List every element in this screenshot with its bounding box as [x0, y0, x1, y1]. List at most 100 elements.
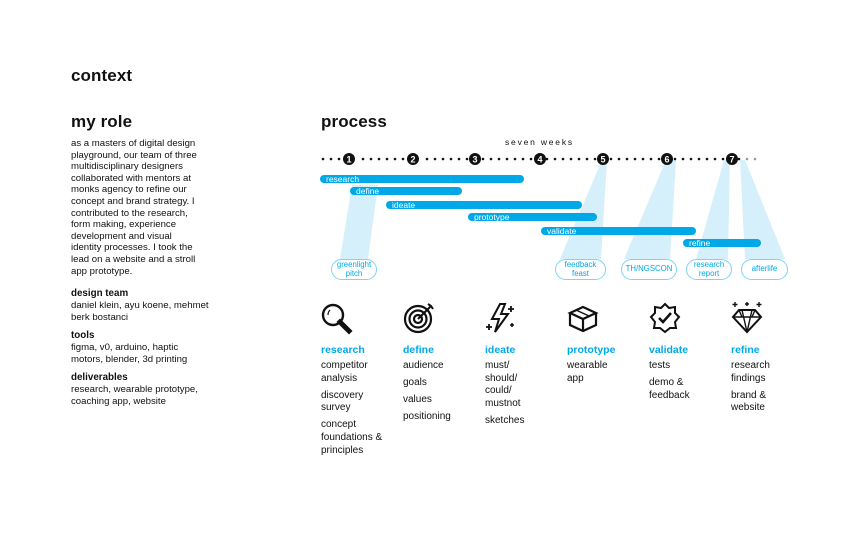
week-marker-circle	[726, 153, 738, 165]
bar-research: research	[320, 174, 524, 184]
timeline-dot	[737, 157, 741, 161]
week-number: 2	[410, 154, 415, 164]
phase-title-prototype: prototype	[567, 344, 616, 356]
timeline-dot	[529, 157, 533, 161]
phase-item: tests	[649, 360, 671, 371]
timeline-dot	[625, 157, 629, 161]
phase-item: values	[403, 394, 432, 406]
context-heading: context	[71, 66, 133, 85]
timeline-dot	[689, 157, 693, 161]
timeline-dot	[377, 157, 381, 161]
timeline-dot	[401, 157, 405, 161]
lightning-sparkle-icon	[486, 303, 514, 333]
phase-item: research findings	[731, 360, 770, 384]
week-marker-circle	[534, 153, 546, 165]
process-heading: process	[321, 112, 387, 131]
bar-ideate: ideate	[386, 200, 582, 210]
week-marker-7: 7	[726, 153, 738, 165]
bar-refine: refine	[683, 238, 761, 248]
phase-item: concept foundations & principles	[321, 419, 383, 456]
phase-items-research: competitor analysis discovery survey con…	[321, 360, 393, 462]
timeline-dot	[745, 157, 749, 161]
phase-item: sketches	[485, 414, 525, 426]
week-number: 7	[729, 154, 734, 164]
magnifier-icon	[321, 303, 353, 335]
timeline-dot	[609, 157, 613, 161]
timeline-dot	[457, 157, 461, 161]
bar-label: ideate	[392, 200, 416, 210]
timeline-dot	[641, 157, 645, 161]
timeline-dot	[633, 157, 637, 161]
week-number: 1	[346, 154, 351, 164]
timeline-dot	[337, 157, 341, 161]
week-number: 4	[537, 154, 542, 164]
timeline-dot	[505, 157, 509, 161]
timeline-dot	[449, 157, 453, 161]
timeline-dot	[329, 157, 333, 161]
week-marker-circle	[343, 153, 355, 165]
phase-item: brand & website	[731, 389, 767, 414]
timeline-dot	[545, 157, 549, 161]
bar-label: validate	[547, 226, 577, 236]
week-marker-4: 4	[534, 153, 546, 165]
phase-items-define: audience goals values positioning	[403, 360, 475, 428]
timeline-dot	[713, 157, 717, 161]
week-marker-3: 3	[469, 153, 481, 165]
timeline-dot	[441, 157, 445, 161]
milestone-afterlife: afterlife	[741, 259, 788, 280]
section-text: figma, v0, arduino, haptic motors, blend…	[71, 342, 188, 365]
beam-greenlight	[340, 185, 378, 259]
bar-validate: validate	[541, 226, 696, 236]
week-number: 5	[600, 154, 605, 164]
target-icon	[403, 303, 434, 334]
cube-icon	[567, 305, 599, 333]
phase-title-validate: validate	[649, 344, 689, 356]
timeline-dot	[585, 157, 589, 161]
timeline-dot	[489, 157, 493, 161]
timeline-dot	[569, 157, 573, 161]
timeline-dot	[425, 157, 429, 161]
milestone-greenlight-pitch: greenlight pitch	[331, 259, 377, 280]
phase-item: demo & feedback	[649, 377, 690, 401]
phase-title-ideate: ideate	[485, 344, 516, 356]
beam-afterlife	[740, 160, 785, 259]
role-heading: my role	[71, 112, 133, 131]
milestone-feedback-feast: feedback feast	[555, 259, 606, 280]
timeline-dot	[673, 157, 677, 161]
timeline-dot	[705, 157, 709, 161]
timeline-dot	[617, 157, 621, 161]
bar-label: prototype	[474, 212, 510, 222]
phase-item: wearable app	[567, 360, 608, 384]
diamond-icon	[731, 302, 763, 334]
timeline-dot	[481, 157, 485, 161]
timeline-dot	[753, 157, 757, 161]
milestone-research-report: research report	[686, 259, 732, 280]
section-text: daniel klein, ayu koene, mehmet berk bos…	[71, 300, 209, 323]
timeline-dot	[721, 157, 725, 161]
phase-title-define: define	[403, 344, 434, 356]
beam-research-report	[696, 160, 730, 259]
section-title: design team	[71, 288, 129, 299]
timeline-dot	[497, 157, 501, 161]
phase-title-research: research	[321, 344, 365, 356]
timeline-dot	[577, 157, 581, 161]
phase-item: competitor analysis	[321, 360, 368, 384]
week-marker-circle	[661, 153, 673, 165]
section-title: deliverables	[71, 372, 128, 384]
timeline-dot	[513, 157, 517, 161]
bar-label: research	[326, 174, 360, 184]
timeline-dot	[521, 157, 525, 161]
bar-define: define	[350, 186, 462, 196]
section-text: research, wearable prototype, coaching a…	[71, 384, 198, 407]
role-sections: design team daniel klein, ayu koene, meh…	[71, 288, 211, 408]
week-marker-5: 5	[597, 153, 609, 165]
week-marker-1: 1	[343, 153, 355, 165]
beam-thingscon	[624, 160, 676, 259]
timeline-dot	[465, 157, 469, 161]
bar-prototype: prototype	[468, 212, 597, 222]
role-paragraph: as a masters of digital design playgroun…	[71, 138, 197, 277]
tools-section: tools figma, v0, arduino, haptic motors,…	[71, 330, 211, 365]
week-marker-circle	[407, 153, 419, 165]
timeline-dot	[369, 157, 373, 161]
